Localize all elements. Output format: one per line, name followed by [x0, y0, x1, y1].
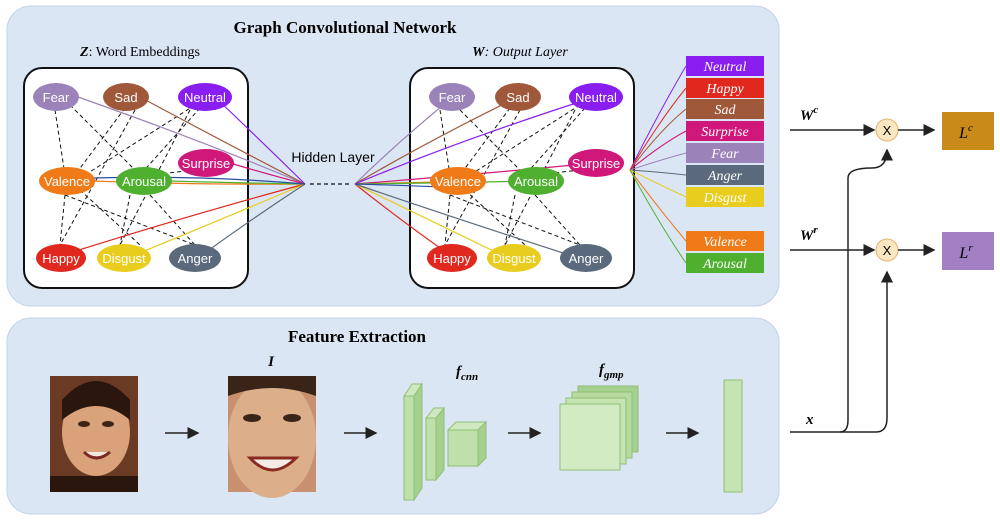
node-happy-left-label: Happy [42, 251, 80, 266]
multiply-c-symbol: X [883, 123, 892, 138]
loss-c-box [942, 112, 994, 150]
node-sad-right [495, 83, 541, 111]
node-arousal-left-label: Arousal [122, 174, 166, 189]
z-label: Z: Word Embeddings [79, 45, 200, 60]
output-bar-arousal [686, 253, 764, 273]
output-fan-lines [629, 65, 687, 264]
hidden-connections-left [62, 96, 306, 261]
output-arousal-label: Arousal [702, 257, 747, 272]
wr-label: Wr [800, 224, 818, 244]
node-neutral-right [569, 83, 623, 111]
node-sad-left [103, 83, 149, 111]
node-valence-left [39, 167, 95, 195]
output-anger-label: Anger [707, 169, 743, 184]
node-disgust-left [97, 244, 151, 272]
x-to-mult-r [840, 270, 893, 433]
output-bar-anger [686, 165, 764, 185]
cnn-blocks [403, 382, 488, 502]
hidden-layer-label: Hidden Layer [291, 149, 375, 165]
gcn-title: Graph Convolutional Network [234, 18, 457, 37]
node-arousal-right-label: Arousal [514, 174, 558, 189]
node-valence-right-label: Valence [435, 174, 481, 189]
node-neutral-right-label: Neutral [575, 90, 617, 105]
node-surprise-left [178, 149, 234, 177]
node-disgust-right [487, 244, 541, 272]
output-disgust-label: Disgust [703, 191, 748, 206]
node-disgust-left-label: Disgust [102, 251, 146, 266]
node-surprise-right [568, 149, 624, 177]
output-fear-label: Fear [710, 147, 739, 162]
node-sad-left-label: Sad [114, 90, 137, 105]
feature-extraction-title: Feature Extraction [288, 327, 427, 346]
multiply-r-symbol: X [883, 243, 892, 258]
output-neutral-label: Neutral [703, 60, 747, 75]
output-bar-happy [686, 78, 764, 98]
output-bar-surprise [686, 121, 764, 141]
node-arousal-left [116, 167, 172, 195]
node-happy-left [36, 244, 86, 272]
output-bar-sad [686, 99, 764, 119]
output-bar-disgust [686, 187, 764, 207]
output-happy-label: Happy [705, 82, 744, 97]
node-neutral-left-label: Neutral [184, 90, 226, 105]
node-surprise-right-label: Surprise [572, 156, 620, 171]
loss-c-label: Lc [958, 122, 973, 142]
cnn-label: fcnn [456, 364, 478, 383]
output-valence-label: Valence [703, 235, 747, 250]
face-photo-original [50, 376, 138, 492]
node-anger-left [169, 244, 221, 272]
node-valence-right [430, 167, 486, 195]
face-photo-cropped [228, 376, 316, 498]
output-bar-fear [686, 143, 764, 163]
loss-r-box [942, 232, 994, 270]
image-label: I [267, 354, 275, 370]
x-to-mult-c [839, 148, 893, 433]
node-fear-right [429, 83, 475, 111]
x-label: x [805, 412, 814, 428]
node-anger-right [560, 244, 612, 272]
gmp-feature-maps [559, 385, 639, 471]
node-fear-left [33, 83, 79, 111]
w-label: W: Output Layer [472, 45, 568, 60]
node-fear-left-label: Fear [43, 90, 70, 105]
node-neutral-left [178, 83, 232, 111]
node-anger-left-label: Anger [178, 251, 213, 266]
node-surprise-left-label: Surprise [182, 156, 230, 171]
wc-label: Wc [800, 104, 818, 124]
node-anger-right-label: Anger [569, 251, 604, 266]
gmp-label: fgmp [599, 362, 624, 381]
loss-r-label: Lr [958, 242, 973, 262]
node-disgust-right-label: Disgust [492, 251, 536, 266]
output-sad-label: Sad [715, 103, 737, 118]
node-valence-left-label: Valence [44, 174, 90, 189]
node-sad-right-label: Sad [506, 90, 529, 105]
node-happy-right [427, 244, 477, 272]
node-fear-right-label: Fear [439, 90, 466, 105]
output-bar-valence [686, 231, 764, 251]
feature-vector [723, 379, 743, 493]
output-surprise-label: Surprise [701, 125, 748, 140]
output-bar-neutral [686, 56, 764, 76]
node-happy-right-label: Happy [433, 251, 471, 266]
node-arousal-right [508, 167, 564, 195]
